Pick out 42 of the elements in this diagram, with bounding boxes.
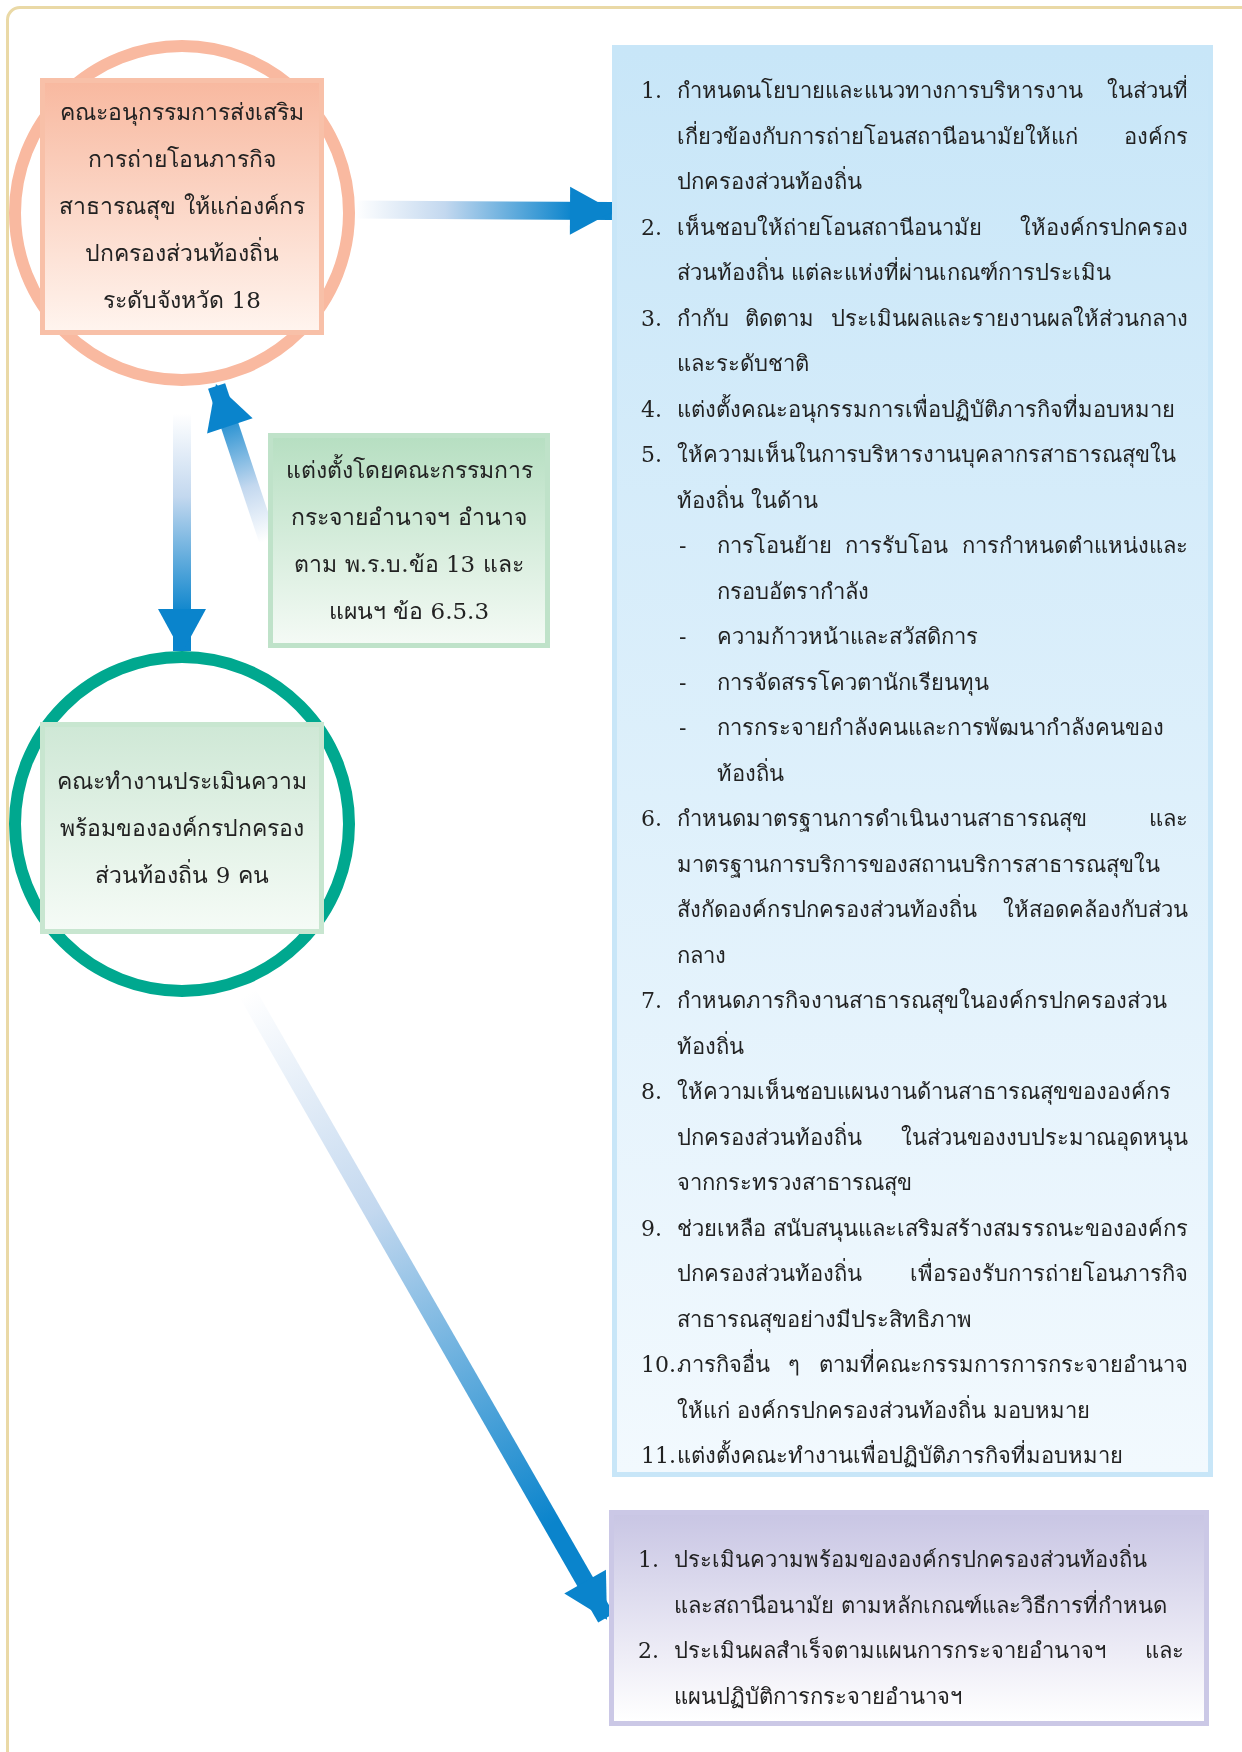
list-item-text: ภารกิจอื่น ๆ ตามที่คณะกรรมการการกระจายอำนาจให้แก่ องค์กรปกครองส่วนท้องถิ่น มอบหมาย (677, 1342, 1188, 1433)
item-number: 3. (641, 304, 663, 333)
item-number: 2. (641, 213, 663, 242)
duty-list-panel (609, 1510, 1209, 1726)
bullet-dash: - (679, 714, 688, 742)
list-item-text: แต่งตั้งคณะทำงานเพื่อปฏิบัติภารกิจที่มอบหมาย (677, 1433, 1188, 1479)
box-text: คณะทำงานประเมินความพร้อมขององค์กรปกครองส่วนท้องถิ่น 9 คน (56, 766, 308, 890)
item-number: 8. (641, 1078, 663, 1106)
list-item-text: กำหนดภารกิจงานสาธารณสุขในองค์กรปกครองส่วนท้องถิ่น (677, 987, 1168, 1061)
item-number: 2. (638, 1637, 660, 1665)
list-item-text: ประเมินความพร้อมขององค์กรปกครองส่วนท้องถิ่นและสถานีอนามัย ตามหลักเกณฑ์และวิธีการที่กำหนด (674, 1537, 1184, 1628)
duty-list-panel (612, 45, 1213, 1477)
item-number: 7. (641, 987, 663, 1015)
item-number: 1. (641, 77, 663, 105)
box-text: คณะอนุกรรมการส่งเสริมการถ่ายโอนภารกิจสาธารณสุข ให้แก่องค์กรปกครองส่วนท้องถิ่น ระดับจังหวัด 18 (58, 98, 306, 315)
list-item-text: การจัดสรรโควตานักเรียนทุน (717, 668, 990, 698)
bullet-dash: - (679, 623, 688, 651)
list-item-text: การโอนย้าย การรับโอน การกำหนดตำแหน่งและกรอบอัตรากำลัง (717, 532, 1188, 606)
bullet-dash: - (679, 532, 688, 560)
list-item-text: ความก้าวหน้าและสวัสดิการ (717, 623, 979, 651)
list-item-text: ประเมินผลสำเร็จตามแผนการกระจายอำนาจฯ และแผนปฏิบัติการกระจายอำนาจฯ (674, 1635, 1184, 1711)
item-number: 6. (641, 805, 663, 833)
list-item-text: แต่งตั้งคณะอนุกรรมการเพื่อปฏิบัติภารกิจที่มอบหมาย (677, 393, 1176, 425)
list-item-text: เห็นชอบให้ถ่ายโอนสถานีอนามัย ให้องค์กรปกครองส่วนท้องถิ่น แต่ละแห่งที่ผ่านเกณฑ์การประเมิน (677, 212, 1188, 287)
list-item-text: ให้ความเห็นชอบแผนงานด้านสาธารณสุขขององค์กรปกครองส่วนท้องถิ่น ในส่วนของงบประมาณอุดหนุนจากกระทรวงสาธารณสุข (677, 1076, 1188, 1198)
list-item-text: การกระจายกำลังคนและการพัฒนากำลังคนของท้องถิ่น (717, 714, 1165, 788)
ring-frame (9, 40, 355, 386)
item-number: 9. (641, 1214, 663, 1243)
list-item-text: กำกับ ติดตาม ประเมินผลและรายงานผลให้ส่วนกลางและระดับชาติ (677, 304, 1188, 378)
item-number: 4. (641, 395, 663, 424)
bullet-dash: - (679, 668, 688, 697)
list-item-text: ช่วยเหลือ สนับสนุนและเสริมสร้างสมรรถนะขององค์กรปกครองส่วนท้องถิ่น เพื่อรองรับการถ่ายโอนภารกิจสาธารณสุขอย่างมีประสิทธิภาพ (677, 1214, 1188, 1335)
ring-frame (9, 651, 355, 997)
list-item-text: กำหนดมาตรฐานการดำเนินงานสาธารณสุข และมาตรฐานการบริการของสถานบริการสาธารณสุขในสังกัดองค์กรปกครองส่วนท้องถิ่น ให้สอดคล้องกับส่วนกลาง (677, 805, 1188, 970)
item-number: 1. (638, 1546, 660, 1574)
item-number: 10. (641, 1351, 677, 1379)
item-number: 5. (641, 441, 663, 469)
box-text: แต่งตั้งโดยคณะกรรมการกระจายอำนาจฯ อำนาจตาม พ.ร.บ.ข้อ 13 และแผนฯ ข้อ 6.5.3 (284, 453, 534, 626)
note-box (268, 433, 550, 648)
list-item-text: ให้ความเห็นในการบริหารงานบุคลากรสาธารณสุขในท้องถิ่น ในด้าน (677, 439, 1177, 515)
item-number: 11. (641, 1442, 677, 1470)
list-item-text: กำหนดนโยบายและแนวทางการบริหารงาน ในส่วนที่เกี่ยวข้องกับการถ่ายโอนสถานีอนามัยให้แก่ องค์กรปกครองส่วนท้องถิ่น (677, 68, 1188, 205)
